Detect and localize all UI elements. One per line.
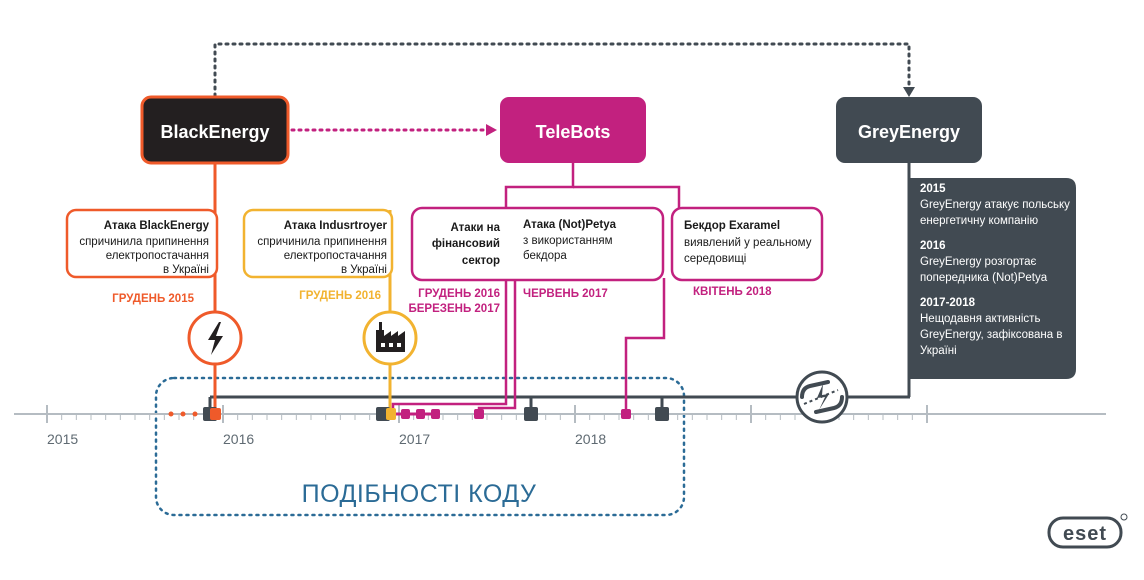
year-label-2016: 2016 [223, 431, 254, 447]
industroyer-attack-card: Атака Indusrtroyer спричинила припинення… [242, 208, 394, 279]
notpetya-attack-line: бекдора [523, 250, 567, 262]
financial-attack-line: сектор [462, 255, 500, 267]
telebots-financial-branch [391, 163, 575, 414]
factory-icon [362, 310, 418, 366]
code-similarities-label: ПОДІБНОСТІ КОДУ [302, 480, 537, 508]
grey-panel-line: Україні [920, 345, 957, 357]
greyenergy-marker [655, 407, 669, 421]
telebots-notpetya-branch [624, 278, 666, 414]
grey-panel-line: попередника (Not)Petya [920, 272, 1048, 284]
greyenergy-box: GreyEnergy [836, 97, 982, 163]
grey-panel-line: GreyEnergy розгортає [920, 256, 1037, 268]
notpetya-attack-line: з використанням [523, 235, 613, 247]
greyenergy-title: GreyEnergy [858, 122, 960, 142]
industroyer-attack-title: Атака Indusrtroyer [284, 220, 388, 232]
telebots-box: TeleBots [500, 97, 646, 163]
blackenergy-event-marker [210, 408, 221, 420]
eset-logo-text: eset [1063, 523, 1107, 545]
exaramel-line: виявлений у реальному [684, 237, 812, 249]
greyenergy-panel: 2015 GreyEnergy атакує польську енергети… [907, 163, 1076, 397]
industroyer-attack-date: ГРУДЕНЬ 2016 [299, 290, 381, 302]
timeline-years: 2015 2016 2017 2018 [47, 431, 606, 447]
blackenergy-dot [180, 411, 186, 417]
exaramel-title: Бекдор Exaramel [684, 220, 780, 232]
greyenergy-marker [524, 407, 538, 421]
lightning-icon [187, 310, 243, 366]
greyenergy-arrowhead [903, 87, 915, 97]
year-label-2018: 2018 [575, 431, 606, 447]
industroyer-attack-line: електропостачання [284, 250, 387, 262]
exaramel-card: Бекдор Exaramel виявлений у реальному се… [670, 206, 824, 282]
blackenergy-title: BlackEnergy [160, 122, 269, 142]
blackenergy-attack-card: Атака BlackEnergy спричинила припинення … [65, 208, 219, 279]
telebots-exaramel-branch [573, 185, 681, 210]
industroyer-event-marker [386, 408, 396, 420]
financial-attack-line: фінансовий [432, 238, 500, 250]
blackenergy-attack-line: спричинила припинення [79, 236, 209, 248]
financial-attack-date: БЕРЕЗЕНЬ 2017 [408, 303, 500, 315]
exaramel-line: середовищі [684, 253, 746, 265]
blackenergy-dot [192, 411, 198, 417]
grey-panel-year: 2016 [920, 240, 946, 252]
blackenergy-attack-title: Атака BlackEnergy [104, 220, 210, 232]
industroyer-attack-line: в Україні [341, 264, 387, 276]
notpetya-attack-date: ЧЕРВЕНЬ 2017 [523, 288, 608, 300]
financial-attack-line: Атаки на [450, 222, 500, 234]
blackenergy-attack-date: ГРУДЕНЬ 2015 [112, 293, 194, 305]
grey-panel-line: GreyEnergy атакує польську [920, 199, 1070, 211]
blackenergy-attack-line: в Україні [163, 264, 209, 276]
telebots-attacks-card: Атаки на фінансовий сектор Атака (Not)Pe… [410, 206, 665, 282]
telebots-title: TeleBots [536, 122, 611, 142]
year-label-2017: 2017 [399, 431, 430, 447]
telebots-event-marker [474, 409, 484, 419]
notpetya-attack-title: Атака (Not)Petya [523, 219, 617, 231]
telebots-event-marker [431, 409, 440, 419]
exaramel-date: КВІТЕНЬ 2018 [693, 286, 772, 298]
grey-panel-line: енергетичну компанію [920, 215, 1038, 227]
blackenergy-attack-line: електропостачання [106, 250, 209, 262]
blackenergy-greyenergy-connector [213, 42, 911, 98]
telebots-event-marker [401, 409, 410, 419]
blackenergy-dot [168, 411, 174, 417]
grey-panel-year: 2017-2018 [920, 297, 976, 309]
grey-panel-year: 2015 [920, 183, 946, 195]
telebots-event-marker [621, 409, 631, 419]
blackenergy-box: BlackEnergy [140, 95, 290, 165]
financial-attack-date: ГРУДЕНЬ 2016 [418, 288, 500, 300]
eset-logo: eset [1047, 513, 1128, 549]
telebots-arrowhead [486, 124, 497, 136]
broken-link-icon [795, 370, 849, 424]
grey-panel-line: GreyEnergy, зафіксована в [920, 329, 1062, 341]
grey-panel-line: Нещодавня активність [920, 313, 1040, 325]
code-similarities-frame [154, 376, 686, 517]
telebots-event-marker [416, 409, 425, 419]
year-label-2015: 2015 [47, 431, 78, 447]
industroyer-attack-line: спричинила припинення [257, 236, 387, 248]
